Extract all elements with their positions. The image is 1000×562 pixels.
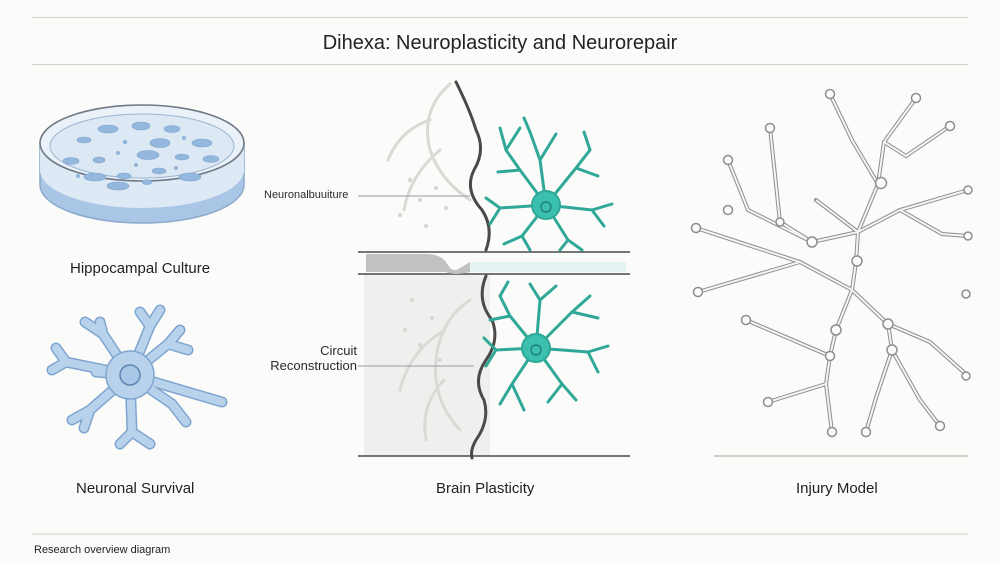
footer-caption: Research overview diagram — [34, 544, 171, 556]
callout-neuronal-culture: Neuronalbuuiture — [264, 189, 349, 201]
injury-model-illustration — [694, 92, 970, 434]
callout-circuit-reconstruction: Circuit Reconstruction — [270, 343, 357, 373]
title-rule — [32, 64, 968, 65]
diagram-title: Dihexa: Neuroplasticity and Neurorepair — [322, 32, 678, 54]
label-hippocampal-culture: Hippocampal Culture — [70, 260, 211, 277]
top-rule — [32, 17, 968, 18]
label-injury-model: Injury Model — [796, 480, 878, 497]
brain-plasticity-illustration — [358, 80, 630, 460]
blue-neuron-illustration — [46, 304, 228, 450]
label-brain-plasticity: Brain Plasticity — [436, 480, 535, 497]
label-neuronal-survival: Neuronal Survival — [76, 480, 195, 497]
petri-dish-illustration — [39, 104, 245, 224]
injury-tree-highlight — [694, 92, 970, 434]
injury-model-nodes — [690, 88, 973, 438]
